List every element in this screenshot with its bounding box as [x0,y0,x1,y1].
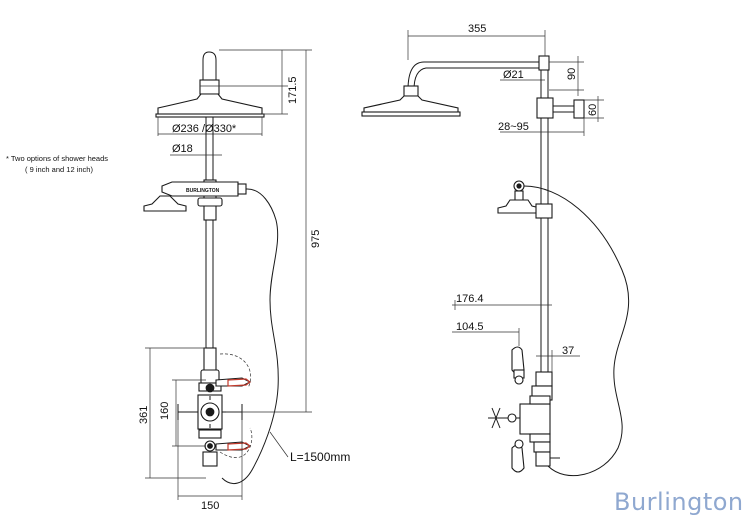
handset-marking: BURLINGTON [186,188,220,194]
dim-inlet-offset: 37 [562,345,574,357]
hose-length-callout: L=1500mm [269,431,350,464]
valve-depth-dims: 176.4 104.5 37 [452,293,580,372]
dim-arm-projection: 355 [468,23,486,35]
shower-head-side [361,95,461,117]
shower-head-front [155,93,265,118]
handset-side [497,180,553,219]
valve-front [177,347,253,467]
arm-dims: 355 Ø21 90 [407,23,584,96]
dim-total-height: 975 [310,230,322,248]
dim-valve-height: 361 [138,406,150,424]
side-view: 355 Ø21 90 60 28~95 [361,23,630,477]
note-line1: * Two options of shower heads [6,154,108,163]
dim-hose-length: L=1500mm [290,450,350,464]
riser-rail-side [540,70,549,372]
hose-front [221,188,279,485]
inlet-centres-h-dim: 150 [177,420,243,512]
front-view: Ø236 /Ø330* Ø18 BURLINGTON [6,49,350,512]
dim-inlet-centres-v: 160 [159,402,171,420]
shower-arm-side [403,55,550,97]
dim-inlet-centres-h: 150 [201,500,219,512]
shower-head-note: * Two options of shower heads ( 9 inch a… [6,154,108,174]
riser-rail-front [205,117,214,348]
valve-side [488,346,560,473]
dim-head-drop: 171.5 [287,76,299,104]
wall-bracket: 60 28~95 [498,96,604,136]
total-height-dim: 171.5 975 [219,49,322,413]
lower-lever-accent [227,442,251,451]
riser-diameter-dim: Ø18 [170,143,222,156]
dim-head-diameter: Ø236 /Ø330* [172,123,237,135]
dim-valve-depth-1: 176.4 [456,293,484,305]
note-line2: ( 9 inch and 12 inch) [25,165,93,174]
handset-front: BURLINGTON [143,179,247,221]
valve-height-dims: 361 160 [138,347,206,479]
dim-wall-offset: 28~95 [498,121,529,133]
shower-arm-front [199,51,220,95]
head-diameter-dim: Ø236 /Ø330* [157,117,263,136]
dim-valve-depth-2: 104.5 [456,321,484,333]
hose-side [523,185,630,477]
burlington-logo: Burlington [614,488,744,516]
dim-riser-diameter: Ø18 [172,143,193,155]
upper-lever-accent [227,378,251,387]
dim-arm-drop: 90 [566,68,578,80]
dim-bracket: 60 [587,104,599,116]
dim-arm-diameter: Ø21 [503,69,524,81]
